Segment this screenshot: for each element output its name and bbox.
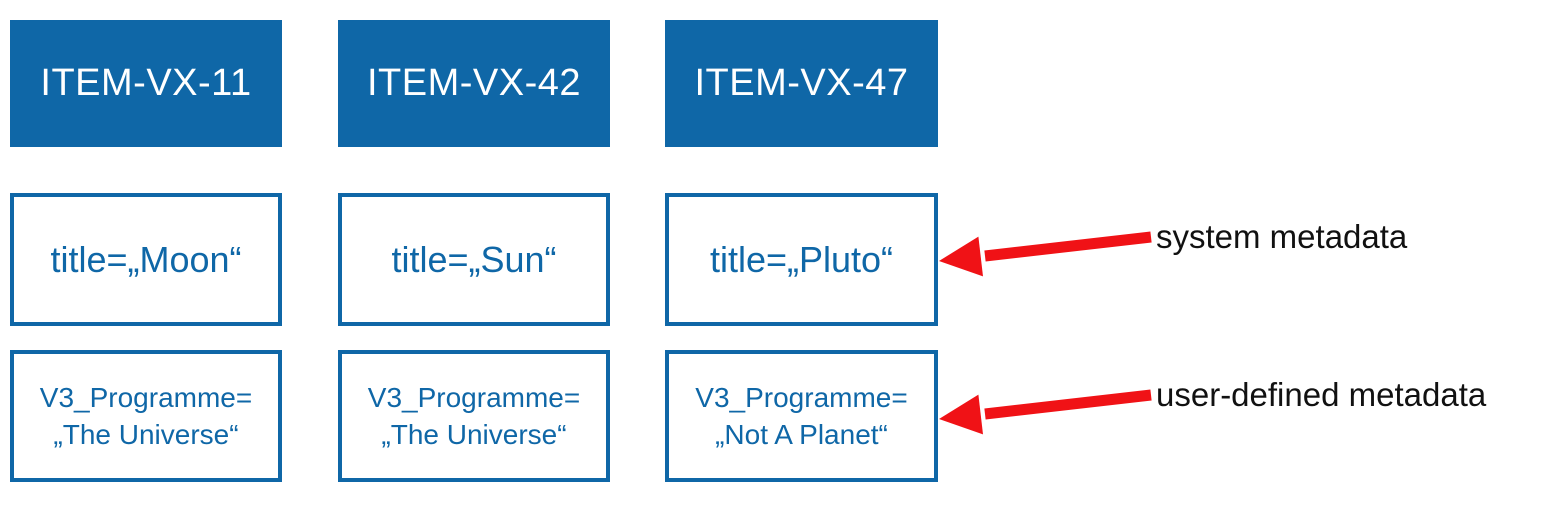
item-id-label: ITEM-VX-42 <box>366 62 582 104</box>
user-defined-metadata-arrow-icon <box>939 389 1152 435</box>
item-id-label: ITEM-VX-11 <box>40 62 252 104</box>
system-metadata-box-vx-11: title=„Moon“ <box>10 193 282 326</box>
user-metadata-value: „Not A Planet“ <box>715 419 888 450</box>
item-id-label: ITEM-VX-47 <box>694 62 909 104</box>
user-metadata-key: V3_Programme= <box>39 382 253 413</box>
system-metadata-label: system metadata <box>1156 218 1408 255</box>
user-defined-metadata-label: user-defined metadata <box>1156 376 1487 413</box>
system-metadata-value: title=„Pluto“ <box>709 238 894 280</box>
item-header-vx-47: ITEM-VX-47 <box>665 20 938 147</box>
system-metadata-value: title=„Sun“ <box>391 238 557 280</box>
user-metadata-box-vx-47: V3_Programme= „Not A Planet“ <box>665 350 938 482</box>
system-metadata-box-vx-47: title=„Pluto“ <box>665 193 938 326</box>
system-metadata-box-vx-42: title=„Sun“ <box>338 193 610 326</box>
item-header-vx-11: ITEM-VX-11 <box>10 20 282 147</box>
user-metadata-key: V3_Programme= <box>695 382 908 413</box>
system-metadata-value: title=„Moon“ <box>50 238 242 280</box>
user-metadata-key: V3_Programme= <box>367 382 581 413</box>
item-header-vx-42: ITEM-VX-42 <box>338 20 610 147</box>
system-metadata-arrow-icon <box>939 231 1152 277</box>
user-metadata-box-vx-11: V3_Programme= „The Universe“ <box>10 350 282 482</box>
user-metadata-value: „The Universe“ <box>53 419 239 450</box>
user-metadata-box-vx-42: V3_Programme= „The Universe“ <box>338 350 610 482</box>
user-metadata-value: „The Universe“ <box>381 419 567 450</box>
